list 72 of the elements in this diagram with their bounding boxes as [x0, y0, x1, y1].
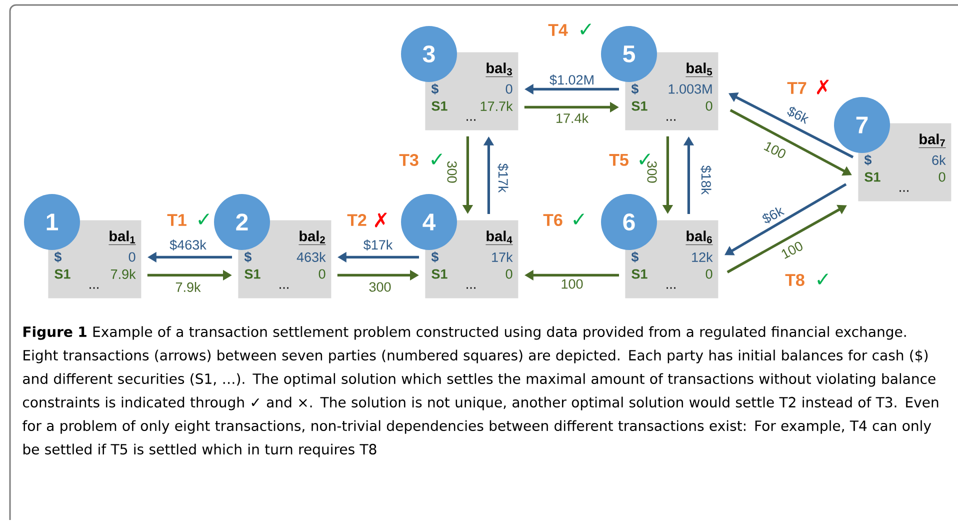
node-label: $: [864, 154, 872, 166]
node-label: $: [631, 83, 639, 95]
node-label: ...: [280, 287, 288, 289]
node-label: 17.7k: [480, 101, 513, 111]
node-label: 6k: [932, 155, 946, 165]
edge-label: $463k: [168, 238, 208, 252]
node-label: ...: [666, 119, 676, 121]
check-mark: ✓: [574, 214, 584, 224]
transaction-label: T2: [347, 214, 366, 226]
edge-label: $17k: [496, 162, 510, 194]
transaction-label: T3: [399, 154, 418, 166]
node-label: S1: [54, 269, 70, 279]
node-label: 17k: [492, 252, 513, 262]
node-label: 7.9k: [110, 269, 136, 279]
node-label: $: [54, 251, 62, 263]
node-label: $: [431, 83, 439, 95]
node-label: 0: [706, 269, 712, 279]
edge-label: 100: [560, 278, 584, 290]
node-label: bal$_{6}$: [686, 230, 712, 244]
transaction-label: T6: [543, 214, 562, 226]
node-label: $: [244, 251, 252, 263]
node-label: $: [631, 251, 639, 263]
cross-mark: ✗: [374, 212, 387, 228]
figure-caption: Figure 1 Example of a transaction settlement problem constructed using data provided from a regulated financial exchange. Eight transactions (arrows) between seven parties (numbered squares) are depicted. Each party has initial balances for cash ($) and different securities (S1, …). The optimal solution which settles the maximal amount of transactions without violating balance constraints is indicated through ✓ and ×. The solution is not unique, another optimal solution would settle T2 instead of T3. Even for a problem of only eight transactions, non-trivial dependencies between different transactions exist: For example, T4 can only be settled if T5 is settled which in turn requires T8: [22, 326, 938, 458]
node-label: S1: [632, 101, 648, 111]
check-mark: ✓: [198, 214, 209, 224]
transaction-label: T7: [787, 82, 806, 94]
node-label: 12k: [692, 252, 713, 262]
node-label: S1: [432, 269, 448, 279]
edge-label: $18k: [700, 164, 712, 196]
node-label: ...: [466, 287, 476, 289]
check-mark: ✓: [818, 274, 828, 284]
transaction-label: T5: [609, 154, 628, 166]
check-mark: ✓: [580, 24, 591, 34]
node-label: S1: [632, 269, 648, 279]
node-label: 0: [128, 252, 136, 262]
node-label: ...: [666, 287, 676, 289]
node-label: bal$_{2}$: [300, 230, 325, 244]
node-label: S1: [244, 269, 260, 279]
edge-label: $6k: [784, 104, 812, 126]
transaction-label: T4: [548, 24, 568, 36]
node-label: S1: [864, 172, 880, 182]
transaction-label: T1: [167, 214, 186, 226]
edge-label: 100: [761, 139, 789, 161]
node-label: S1: [432, 101, 448, 111]
edge-label: 100: [778, 239, 806, 261]
edge-label: 300: [368, 281, 392, 293]
node-label: 463k: [296, 252, 326, 262]
node-label: 0: [506, 269, 512, 279]
edge-label: 7.9k: [174, 281, 202, 293]
edge-label: $6k: [759, 204, 787, 226]
node-label: ...: [466, 119, 476, 121]
node-label: 0: [938, 172, 946, 182]
node-label: $: [431, 251, 439, 263]
node-label: ...: [900, 190, 908, 192]
edge-label: $1.02M: [548, 74, 596, 86]
node-label: bal$_{1}$: [110, 230, 136, 244]
node-label: bal$_{7}$: [920, 134, 945, 146]
transaction-label: T8: [785, 274, 804, 286]
node-label: ...: [90, 287, 98, 289]
edge-label: 17.4k: [554, 112, 590, 124]
edge-label: 300: [446, 160, 458, 184]
check-mark: ✓: [432, 154, 442, 164]
edge-label: $17k: [362, 238, 394, 252]
node-label: 1.003M: [668, 84, 712, 94]
node-label: 0: [706, 101, 712, 111]
node-label: bal$_{3}$: [486, 62, 512, 76]
node-label: 0: [506, 84, 512, 94]
cross-mark: ✗: [816, 80, 829, 94]
node-label: 0: [318, 269, 326, 279]
node-label: bal$_{4}$: [486, 230, 512, 244]
node-label: bal$_{5}$: [686, 62, 712, 76]
